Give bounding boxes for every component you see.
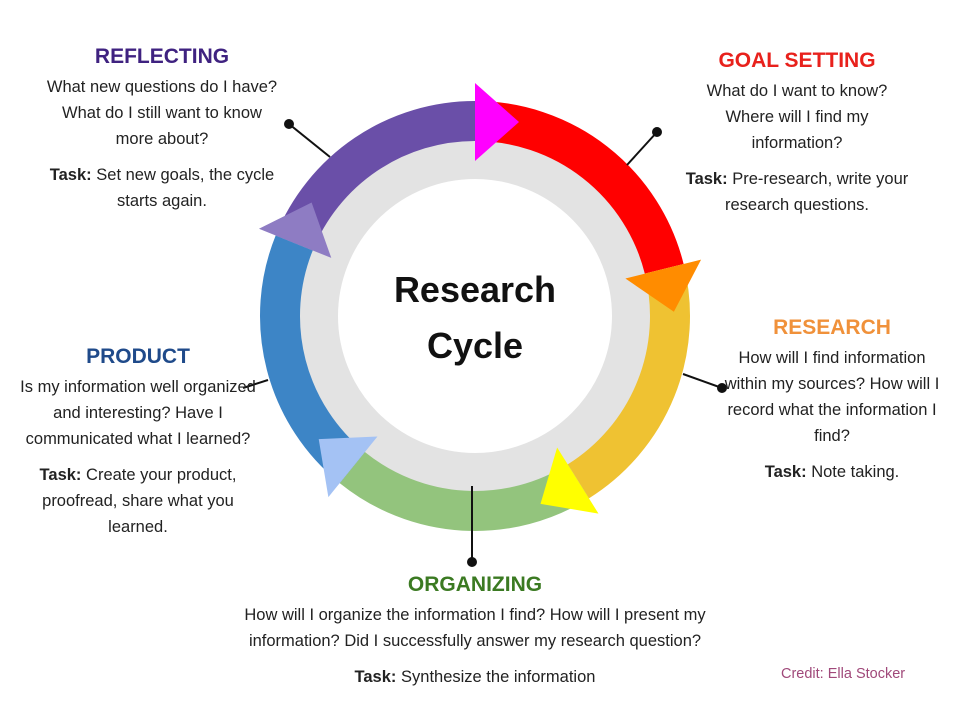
- task-label: Task:: [49, 166, 92, 184]
- product-text: Is my information well organized and int…: [20, 378, 256, 448]
- goal-setting-title: GOAL SETTING: [718, 49, 876, 72]
- magenta-arrowhead-icon: [475, 83, 519, 161]
- task-label: Task:: [685, 170, 728, 188]
- task-label: Task:: [764, 463, 807, 481]
- lavender-arrowhead-icon: [258, 202, 332, 258]
- goal-leader-dot: [652, 127, 662, 137]
- organizing-text: How will I organize the information I fi…: [244, 606, 706, 650]
- task-label: Task:: [354, 668, 397, 686]
- research-title: RESEARCH: [773, 316, 891, 339]
- center-title: Research Cycle: [355, 262, 595, 374]
- reflecting-title: REFLECTING: [94, 45, 230, 68]
- goal-setting-block: GOAL SETTING What do I want to know? Whe…: [672, 48, 922, 228]
- goal-leader-line: [626, 131, 658, 166]
- organizing-leader-dot: [467, 557, 477, 567]
- lightblue-arrowhead-icon: [318, 436, 378, 498]
- product-task-text: Create your product, proofread, share wh…: [42, 466, 237, 536]
- product-leader-line: [242, 379, 269, 389]
- product-title: PRODUCT: [86, 345, 190, 368]
- research-text: How will I find information within my so…: [724, 349, 940, 445]
- credit: Credit: Ella Stocker: [781, 666, 906, 682]
- center-title-line-2: Cycle: [426, 325, 524, 366]
- product-task: Task: Create your product, proofread, sh…: [20, 462, 256, 540]
- reflecting-text: What new questions do I have? What do I …: [46, 78, 278, 148]
- center-title-line-1: Research: [393, 269, 557, 310]
- product-block: PRODUCT Is my information well organized…: [20, 344, 256, 550]
- organizing-task-text: Synthesize the information: [401, 668, 596, 686]
- research-block: RESEARCH How will I find information wit…: [718, 315, 946, 495]
- reflecting-leader-dot: [284, 119, 294, 129]
- task-label: Task:: [39, 466, 82, 484]
- organizing-block: ORGANIZING How will I organize the infor…: [210, 572, 740, 700]
- reflecting-task: Task: Set new goals, the cycle starts ag…: [42, 162, 282, 214]
- research-leader-dot: [717, 383, 727, 393]
- reflecting-leader-line: [288, 123, 331, 158]
- research-task-text: Note taking.: [811, 463, 900, 481]
- goal-setting-task: Task: Pre-research, write your research …: [672, 166, 922, 218]
- goal-setting-task-text: Pre-research, write your research questi…: [725, 170, 909, 214]
- organizing-title: ORGANIZING: [407, 573, 543, 596]
- organizing-task: Task: Synthesize the information: [210, 664, 740, 690]
- research-leader-line: [682, 373, 723, 389]
- reflecting-block: REFLECTING What new questions do I have?…: [42, 44, 282, 224]
- goal-setting-text: What do I want to know? Where will I fin…: [706, 82, 888, 152]
- research-task: Task: Note taking.: [718, 459, 946, 485]
- orange-arrowhead-icon: [625, 259, 702, 312]
- reflecting-task-text: Set new goals, the cycle starts again.: [96, 166, 275, 210]
- yellow-arrowhead-icon: [540, 447, 599, 514]
